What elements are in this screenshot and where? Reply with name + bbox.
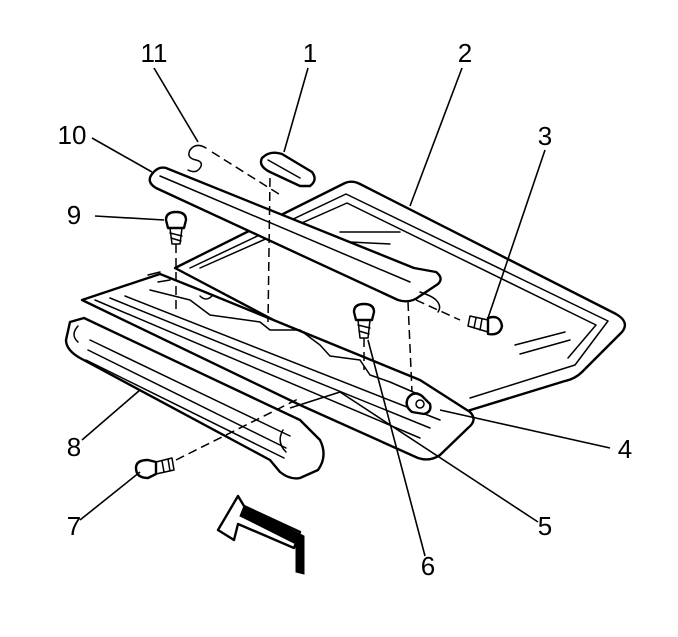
callout-10: 10 — [58, 120, 87, 150]
callout-4: 4 — [618, 434, 632, 464]
callout-7: 7 — [67, 511, 81, 541]
callout-labels: 1 2 3 4 5 6 7 8 9 10 11 — [58, 38, 633, 581]
spring-clip — [187, 144, 207, 173]
callout-1: 1 — [303, 38, 317, 68]
pivot-nut-4 — [405, 392, 432, 416]
screw-9 — [164, 210, 188, 245]
callout-11: 11 — [141, 38, 168, 68]
callout-2: 2 — [458, 38, 472, 68]
leader-lines — [79, 67, 611, 557]
assembly-guide-lines — [175, 151, 461, 461]
screw-6 — [352, 302, 376, 339]
callout-5: 5 — [538, 511, 552, 541]
screw-7 — [134, 457, 175, 480]
pivot-rod — [148, 166, 442, 313]
screw-3 — [467, 315, 504, 336]
callout-3: 3 — [538, 121, 552, 151]
callout-8: 8 — [67, 432, 81, 462]
callout-9: 9 — [67, 200, 81, 230]
callout-6: 6 — [421, 551, 435, 581]
handle-knob — [259, 151, 316, 188]
upper-frame — [80, 271, 475, 461]
front-direction-arrow-icon — [216, 494, 305, 575]
lower-rail — [64, 316, 325, 480]
